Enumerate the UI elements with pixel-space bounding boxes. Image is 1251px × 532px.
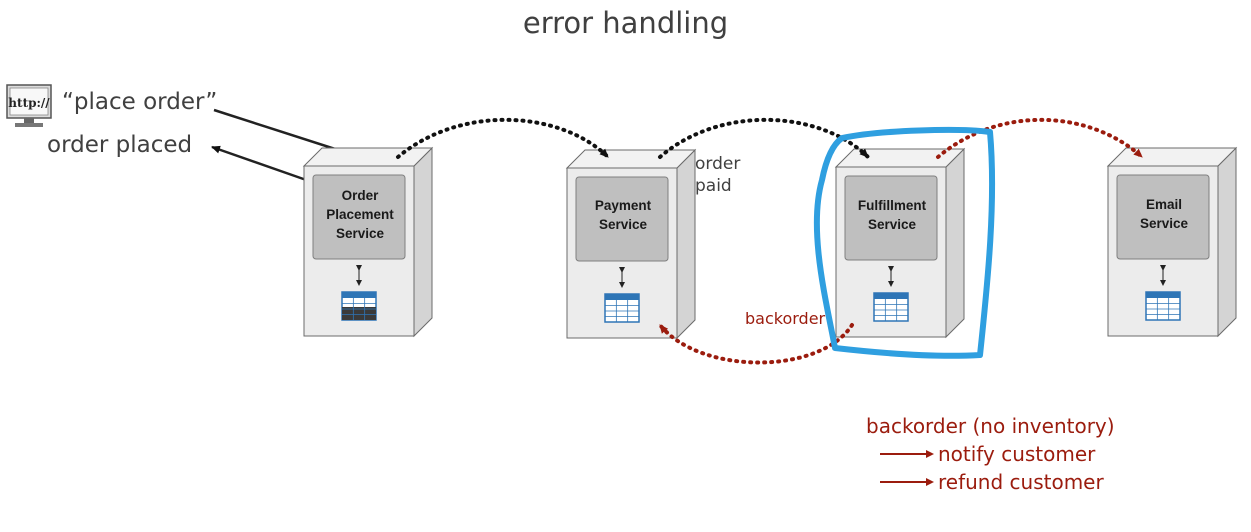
fulfillment-service-panel: [844, 175, 938, 261]
arrow-right-icon: [880, 450, 934, 458]
error-handling-notes: backorder (no inventory) notify customer…: [866, 412, 1115, 496]
arrow-right-icon: [880, 478, 934, 486]
fulfillment-to-email-arrow: [936, 117, 1144, 159]
fulfillment-service-box: [834, 147, 966, 339]
database-icon: [341, 291, 377, 321]
database-icon: [1145, 291, 1181, 321]
order-paid-event-arrow: [658, 117, 870, 159]
notes-heading: backorder (no inventory): [866, 414, 1115, 438]
email-service-panel: [1116, 174, 1210, 260]
backorder-label: backorder: [745, 309, 826, 328]
database-icon: [873, 292, 909, 322]
email-service-box: [1106, 146, 1238, 338]
response-arrow: [211, 145, 313, 184]
email-service-label: Email Service: [1139, 197, 1189, 231]
order-placed-label: order placed: [47, 132, 193, 158]
order-placed-event-arrow: [396, 117, 610, 159]
fulfillment-highlight: [813, 127, 996, 359]
order-placement-service-label: Order Placement Service: [326, 188, 394, 241]
fulfillment-service-label: Fulfillment Service: [857, 198, 927, 232]
backorder-event-arrow: [658, 323, 854, 365]
place-order-label: “place order”: [62, 89, 218, 115]
payment-service-label: Payment Service: [594, 198, 652, 232]
browser-http-icon: http://: [6, 84, 52, 127]
diagram-title: error handling: [522, 6, 729, 40]
svg-text:http://: http://: [8, 96, 50, 110]
order-service-box: [302, 146, 434, 338]
payment-service-box: [565, 148, 697, 340]
payment-service-panel: [575, 176, 669, 262]
refund-customer-text: refund customer: [938, 470, 1104, 494]
notes-item: refund customer: [866, 468, 1115, 496]
order-paid-label: order paid: [695, 154, 741, 196]
order-service-panel: [312, 174, 406, 260]
database-icon: [604, 293, 640, 323]
notify-customer-text: notify customer: [938, 442, 1096, 466]
notes-item: notify customer: [866, 440, 1115, 468]
